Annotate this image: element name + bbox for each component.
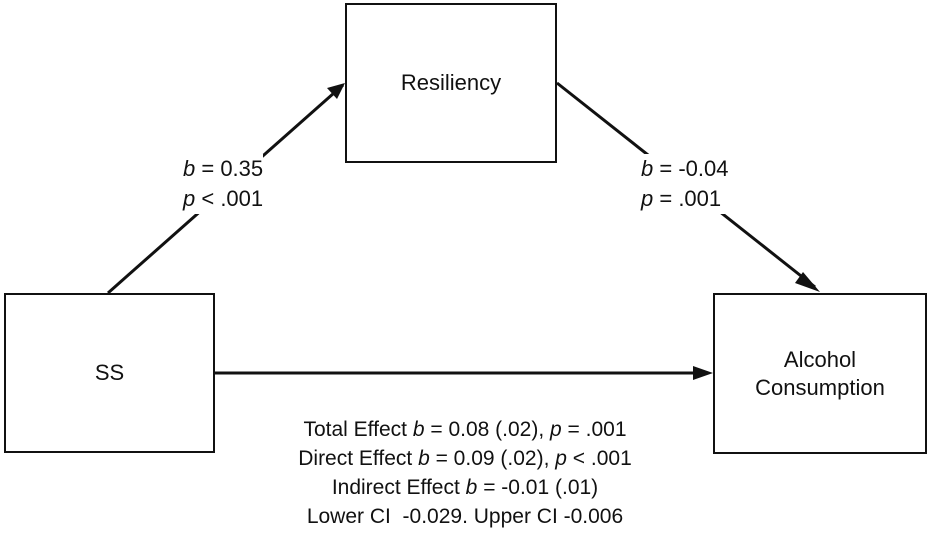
p-symbol: p	[555, 447, 567, 470]
total-effect-p-value: = .001	[561, 418, 627, 441]
node-ss: SS	[4, 293, 215, 453]
arrowhead-ss-to-alcohol	[693, 366, 713, 380]
node-ss-label: SS	[94, 360, 125, 385]
direct-effect-b-value: = 0.09 (.02),	[429, 447, 556, 470]
node-alcohol-label-line2: Consumption	[755, 374, 885, 400]
direct-effect-line: Direct Effect b = 0.09 (.02), p < .001	[250, 444, 680, 473]
b-symbol: b	[183, 156, 196, 181]
b-symbol: b	[641, 156, 654, 181]
total-effect-line: Total Effect b = 0.08 (.02), p = .001	[250, 415, 680, 444]
path-b-b-value: = -0.04	[653, 156, 729, 181]
node-resiliency: Resiliency	[345, 3, 557, 163]
b-symbol: b	[412, 418, 425, 441]
direct-effect-prefix: Direct Effect	[298, 447, 419, 470]
b-symbol: b	[465, 476, 478, 499]
total-effect-prefix: Total Effect	[303, 418, 413, 441]
arrowhead-ss-to-resiliency	[327, 83, 345, 99]
path-b-b-line: b = -0.04	[641, 154, 728, 184]
indirect-effect-line: Indirect Effect b = -0.01 (.01)	[250, 473, 680, 502]
p-symbol: p	[550, 418, 562, 441]
p-symbol: p	[183, 186, 196, 211]
indirect-effect-b-value: = -0.01 (.01)	[477, 476, 599, 499]
indirect-effect-prefix: Indirect Effect	[331, 476, 466, 499]
path-a-p-value: < .001	[195, 186, 264, 211]
path-b-label: b = -0.04 p = .001	[641, 154, 729, 214]
p-symbol: p	[641, 186, 654, 211]
direct-effect-p-value: < .001	[566, 447, 632, 470]
confidence-interval-line: Lower CI -0.029. Upper CI -0.006	[306, 505, 624, 528]
path-b-p-line: p = .001	[641, 184, 728, 214]
node-alcohol-consumption: Alcohol Consumption	[713, 293, 927, 454]
b-symbol: b	[418, 447, 430, 470]
path-b-p-value: = .001	[653, 186, 722, 211]
total-effect-b-value: = 0.08 (.02),	[424, 418, 551, 441]
path-a-p-line: p < .001	[183, 184, 263, 214]
path-a-b-value: = 0.35	[195, 156, 264, 181]
arrowhead-resiliency-to-alcohol	[795, 272, 820, 292]
node-resiliency-label: Resiliency	[400, 70, 502, 95]
effects-summary: Total Effect b = 0.08 (.02), p = .001 Di…	[250, 415, 680, 531]
node-alcohol-label: Alcohol Consumption	[755, 346, 885, 402]
path-a-label: b = 0.35 p < .001	[183, 154, 264, 214]
node-alcohol-label-line1: Alcohol	[783, 346, 857, 372]
path-a-b-line: b = 0.35	[183, 154, 263, 184]
